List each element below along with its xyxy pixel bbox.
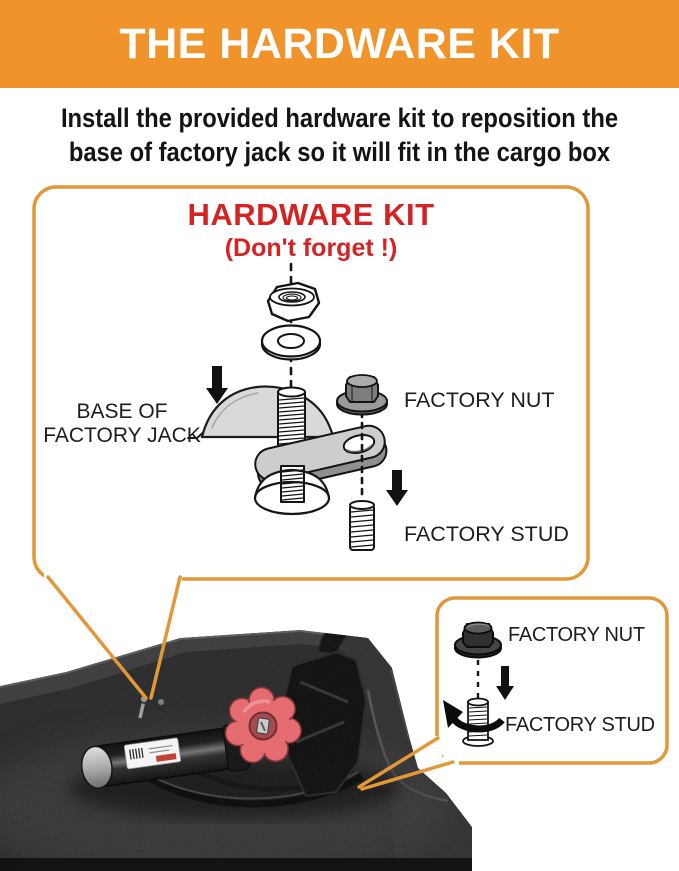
- kit-box-outline: [32, 185, 590, 585]
- cargo-box-photo: [0, 630, 472, 871]
- lock-nut-icon: [266, 281, 321, 323]
- label-base-of-factory-jack: BASE OF FACTORY JACK: [42, 400, 202, 448]
- flange-nut-icon: [454, 621, 502, 659]
- down-arrow-icon: [496, 666, 514, 700]
- intro-line-2: base of factory jack so it will fit in t…: [68, 137, 611, 167]
- rotate-arrow-icon: [443, 700, 505, 733]
- jack-dome-base-icon: [253, 465, 331, 516]
- kit-box-subtitle: (Don't forget !): [224, 234, 398, 262]
- flange-nut-icon: [336, 374, 388, 416]
- label-base-line-1: BASE OF: [76, 400, 168, 423]
- page-title: THE HARDWARE KIT: [119, 19, 560, 68]
- callout-label-factory-stud: FACTORY STUD: [505, 714, 655, 736]
- factory-stud-icon: [349, 500, 375, 551]
- factory-stud-icon: [462, 697, 494, 747]
- intro-line-1: Install the provided hardware kit to rep…: [60, 103, 619, 133]
- header-banner: THE HARDWARE KIT: [0, 0, 679, 88]
- exploded-diagram: [187, 262, 408, 551]
- kit-box-title: HARDWARE KIT: [187, 197, 435, 232]
- down-arrow-icon: [206, 366, 228, 404]
- label-factory-stud: FACTORY STUD: [404, 522, 569, 546]
- down-arrow-icon: [386, 470, 408, 506]
- label-base-line-2: FACTORY JACK: [43, 424, 201, 447]
- label-factory-nut: FACTORY NUT: [404, 388, 555, 412]
- callout-label-factory-nut: FACTORY NUT: [508, 624, 645, 646]
- kit-box-pointer-tail: [46, 575, 182, 700]
- intro-text: Install the provided hardware kit to rep…: [0, 101, 679, 169]
- washer-icon: [260, 324, 322, 361]
- callout-diagram: [443, 621, 514, 747]
- threaded-stud-icon: [277, 386, 306, 447]
